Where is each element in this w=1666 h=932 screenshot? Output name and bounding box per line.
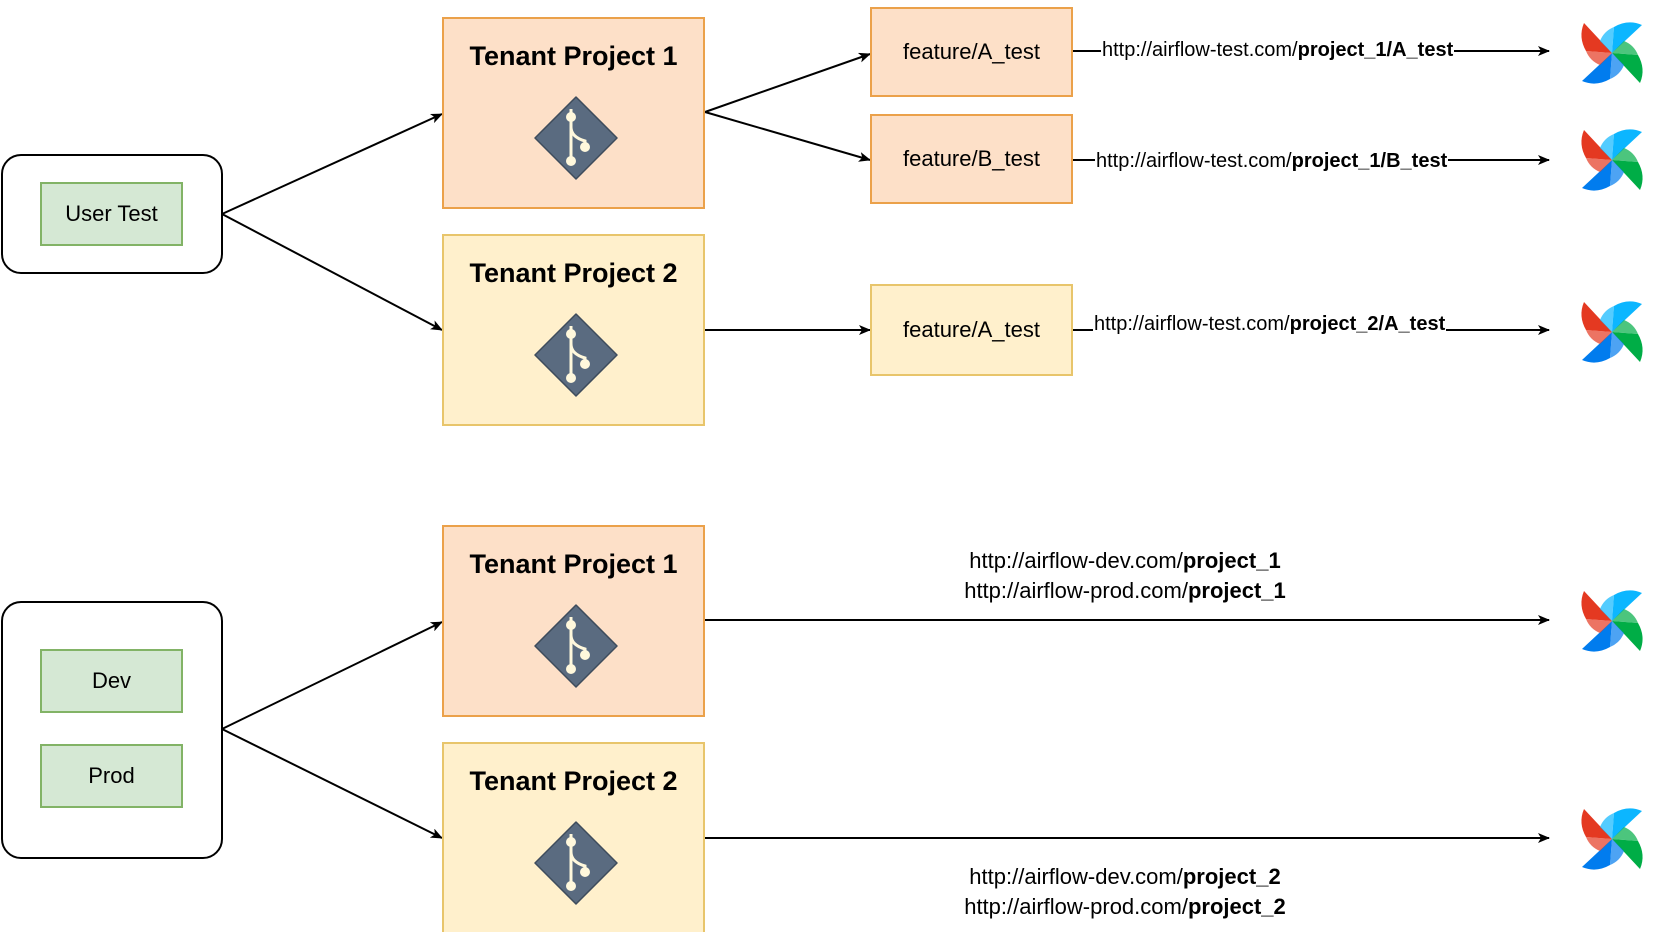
url-path: project_1 — [1182, 548, 1281, 573]
arrow-tenant-1-to-branch-a — [704, 52, 871, 113]
airflow-icon — [1576, 17, 1648, 89]
environment-group-dev-prod — [1, 601, 223, 859]
env-user-test: User Test — [40, 182, 183, 246]
url-label-p1-a-test: http://airflow-test.com/project_1/A_test — [1101, 38, 1455, 62]
tenant-project-2-prod: Tenant Project 2 — [442, 742, 705, 932]
url-line-prod: http://airflow-prod.com/project_2 — [950, 892, 1300, 922]
url-path: project_1/A_test — [1297, 39, 1454, 61]
git-icon — [533, 312, 619, 398]
tenant-title: Tenant Project 1 — [469, 549, 678, 579]
url-prefix: http://airflow-prod.com/ — [964, 578, 1188, 603]
arrow-user-test-to-tenant-2 — [221, 213, 443, 331]
url-path: project_2 — [1187, 894, 1286, 919]
url-path: project_2/A_test — [1289, 313, 1446, 335]
url-prefix: http://airflow-test.com/ — [1096, 150, 1292, 172]
url-path: project_1 — [1187, 578, 1286, 603]
arrow-dev-prod-to-tenant-2 — [221, 728, 443, 839]
environment-group-test — [1, 154, 223, 274]
tenant-title: Tenant Project 2 — [469, 766, 678, 796]
git-icon — [533, 820, 619, 906]
url-block-project-1: http://airflow-dev.com/project_1 http://… — [950, 546, 1300, 606]
airflow-icon — [1576, 585, 1648, 657]
url-path: project_2 — [1182, 864, 1281, 889]
url-prefix: http://airflow-dev.com/ — [969, 864, 1183, 889]
branch-feature-a-test-p2: feature/A_test — [870, 284, 1073, 376]
env-prod: Prod — [40, 744, 183, 808]
url-prefix: http://airflow-test.com/ — [1094, 313, 1290, 335]
env-dev: Dev — [40, 649, 183, 713]
tenant-title: Tenant Project 2 — [469, 258, 678, 288]
git-icon — [533, 603, 619, 689]
url-line-dev: http://airflow-dev.com/project_2 — [950, 862, 1300, 892]
url-path: project_1/B_test — [1291, 150, 1448, 172]
git-icon — [533, 95, 619, 181]
url-prefix: http://airflow-test.com/ — [1102, 39, 1298, 61]
tenant-project-1-prod: Tenant Project 1 — [442, 525, 705, 717]
arrow-tenant-1-to-branch-b — [704, 111, 871, 162]
airflow-icon — [1576, 296, 1648, 368]
arrow-user-test-to-tenant-1 — [221, 113, 443, 215]
tenant-project-2-test: Tenant Project 2 — [442, 234, 705, 426]
url-prefix: http://airflow-prod.com/ — [964, 894, 1188, 919]
tenant-title: Tenant Project 1 — [469, 41, 678, 71]
url-line-prod: http://airflow-prod.com/project_1 — [950, 576, 1300, 606]
airflow-icon — [1576, 124, 1648, 196]
airflow-icon — [1576, 803, 1648, 875]
url-block-project-2: http://airflow-dev.com/project_2 http://… — [950, 862, 1300, 922]
url-line-dev: http://airflow-dev.com/project_1 — [950, 546, 1300, 576]
url-label-p2-a-test: http://airflow-test.com/project_2/A_test — [1093, 312, 1447, 336]
branch-feature-a-test-p1: feature/A_test — [870, 7, 1073, 97]
url-prefix: http://airflow-dev.com/ — [969, 548, 1183, 573]
branch-feature-b-test-p1: feature/B_test — [870, 114, 1073, 204]
arrow-dev-prod-to-tenant-1 — [221, 621, 443, 730]
url-label-p1-b-test: http://airflow-test.com/project_1/B_test — [1095, 149, 1449, 173]
tenant-project-1-test: Tenant Project 1 — [442, 17, 705, 209]
